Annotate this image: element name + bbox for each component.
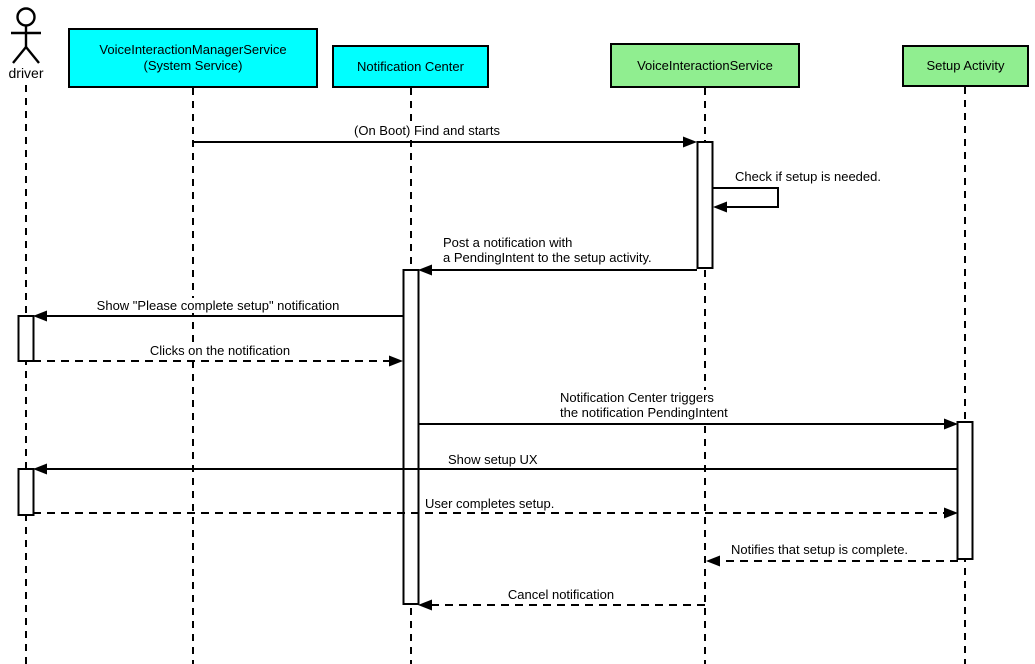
activation-setup-activity [956, 421, 974, 560]
arrow-notifies-setup-complete [706, 555, 958, 567]
arrow-on-boot-find-and-starts [193, 136, 697, 148]
message-label-notifies-setup-complete: Notifies that setup is complete. [729, 542, 911, 557]
message-label-clicks-on-notification: Clicks on the notification [147, 343, 293, 358]
message-label-post-notification: Post a notification with a PendingIntent… [441, 235, 654, 265]
message-label-show-setup-ux: Show setup UX [446, 452, 540, 467]
activation-notification-center [402, 269, 420, 605]
arrow-show-complete-setup-notification [33, 310, 403, 322]
participant-voice-interaction-service: VoiceInteractionService [610, 43, 800, 88]
participant-voice-interaction-manager-service: VoiceInteractionManagerService (System S… [68, 28, 318, 88]
message-label-cancel-notification: Cancel notification [505, 587, 617, 602]
arrow-post-notification [418, 264, 697, 276]
activation-driver-1 [17, 315, 35, 362]
arrow-user-completes-setup [33, 507, 958, 519]
arrow-triggers-pending-intent [418, 418, 958, 430]
arrow-cancel-notification [418, 599, 705, 611]
participant-notification-center: Notification Center [332, 45, 489, 88]
actor-driver-icon [11, 7, 41, 64]
activation-driver-2 [17, 468, 35, 516]
activation-voice-interaction-service [696, 141, 714, 269]
message-label-show-complete-setup-notification: Show "Please complete setup" notificatio… [94, 298, 342, 313]
arrow-show-setup-ux [33, 463, 958, 475]
arrow-clicks-on-notification [33, 355, 403, 367]
participant-setup-activity: Setup Activity [902, 45, 1029, 87]
actor-driver-label: driver [7, 65, 45, 81]
message-label-on-boot-find-and-starts: (On Boot) Find and starts [352, 123, 502, 138]
message-label-triggers-pending-intent: Notification Center triggers the notific… [558, 390, 730, 420]
message-label-user-completes-setup: User completes setup. [423, 496, 557, 511]
message-label-check-if-setup-is-needed: Check if setup is needed. [733, 169, 883, 184]
arrow-check-if-setup-is-needed [713, 187, 779, 213]
